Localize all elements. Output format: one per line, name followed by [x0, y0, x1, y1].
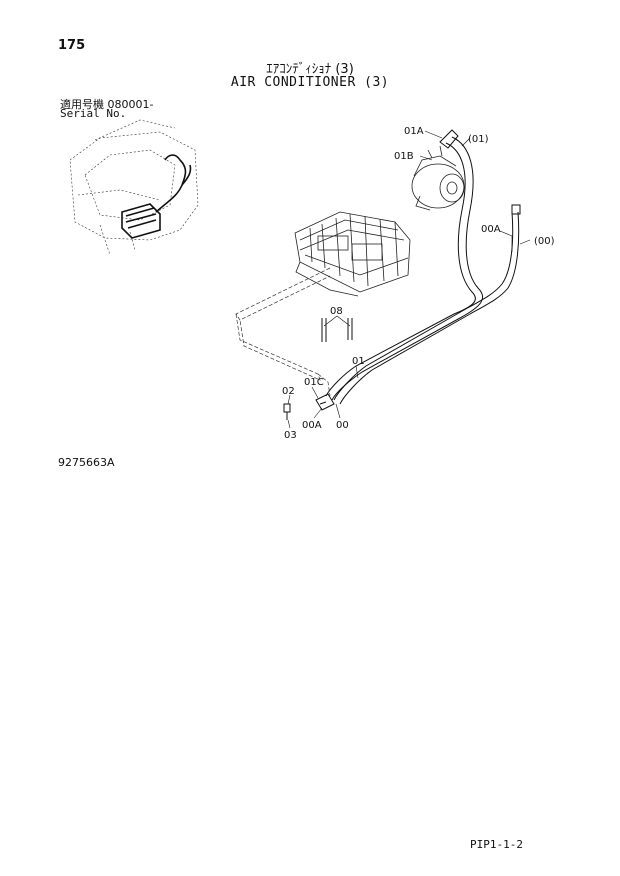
callout-01: 01 [352, 356, 365, 367]
callout-03: 03 [284, 430, 297, 441]
thumbnail-highlight-unit [121, 154, 192, 239]
callout-01C: 01C [304, 377, 324, 388]
callout-01B: 01B [394, 151, 414, 162]
serial-applicability-label: 適用号機 080001- [60, 98, 154, 111]
callout-01A: 01A [404, 126, 424, 137]
callout-00A-top: 00A [481, 224, 501, 235]
hose-01 [325, 129, 483, 401]
page-code: PIP1-1-2 [470, 838, 523, 851]
callout-00: 00 [336, 420, 349, 431]
page-title-english: AIR CONDITIONER (3) [230, 75, 390, 90]
callout-00-paren: (00) [534, 236, 555, 247]
leader-lines [287, 130, 531, 429]
callout-08: 08 [330, 306, 343, 317]
page-number: 175 [58, 38, 86, 53]
page-title-japanese: ｴｱｺﾝﾃﾞｨｼｮﾅ (3) [266, 62, 354, 77]
callout-02: 02 [282, 386, 295, 397]
location-thumbnail [69, 119, 199, 256]
drawing-number: 9275663A [58, 456, 115, 469]
callout-01-paren: (01) [468, 134, 489, 145]
hose-00 [333, 204, 521, 405]
compressor [411, 145, 465, 211]
callout-00A-bottom: 00A [302, 420, 322, 431]
fittings [283, 393, 335, 420]
air-conditioner-unit [294, 211, 411, 297]
serial-number-label: Serial No. [60, 107, 127, 120]
duct-outline [235, 267, 331, 397]
drain-pipes-08 [321, 318, 353, 342]
